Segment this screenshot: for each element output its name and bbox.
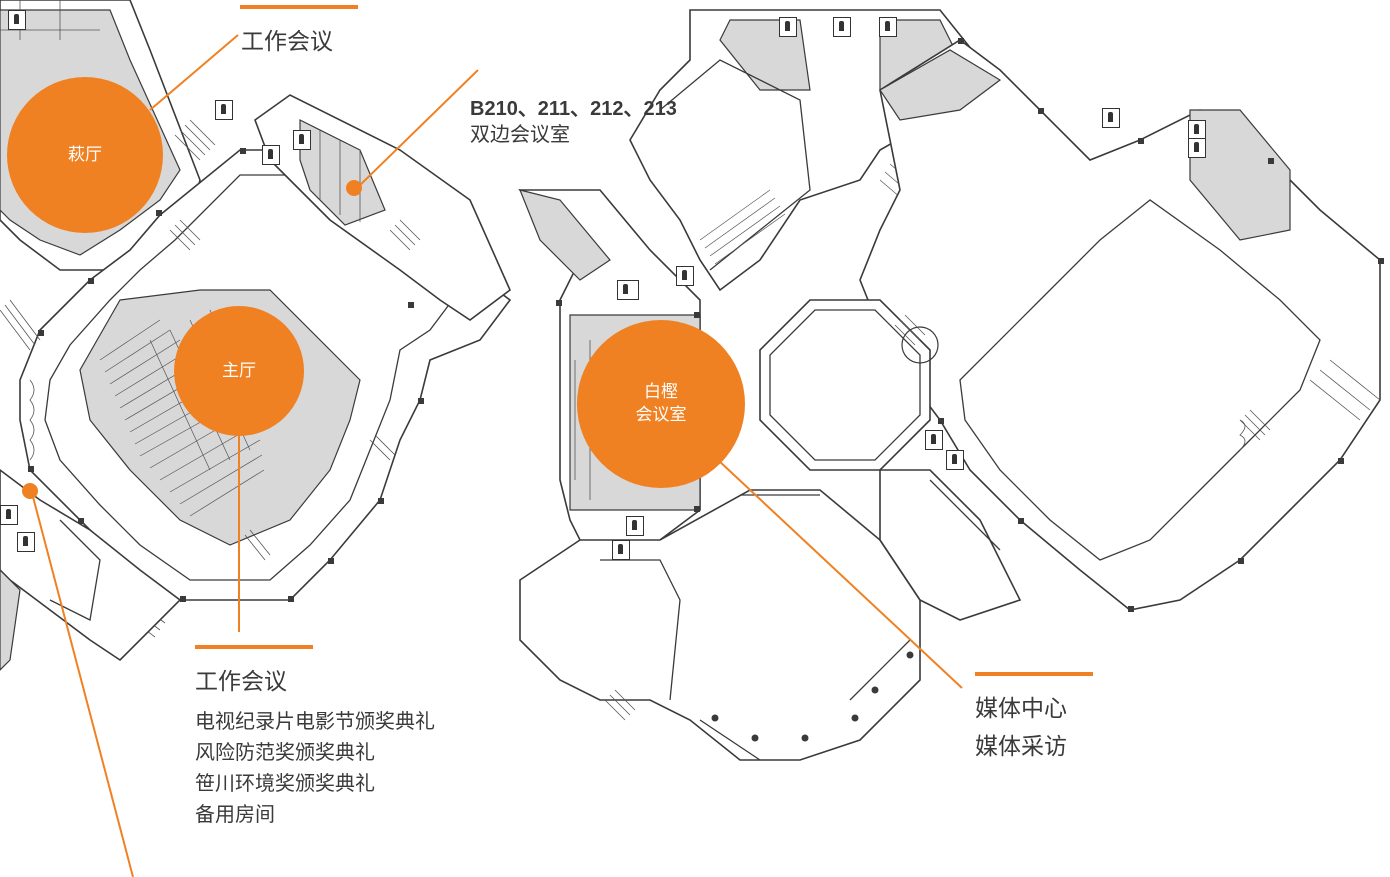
label-bottom-mid-title: 工作会议 bbox=[195, 669, 287, 695]
label-bar-bottom-right bbox=[975, 672, 1093, 676]
smoking-icon bbox=[676, 266, 694, 286]
restroom-icon bbox=[612, 540, 630, 560]
label-bottom-mid: 工作会议 电视纪录片电影节颁奖典礼 风险防范奖颁奖典礼 笹川环境奖颁奖典礼 备用… bbox=[195, 662, 435, 830]
restroom-icon bbox=[1102, 108, 1120, 128]
restroom-icon bbox=[17, 532, 35, 552]
label-bottom-right-line: 媒体中心 bbox=[975, 696, 1067, 722]
label-top-left-title: 工作会议 bbox=[241, 29, 333, 55]
restroom-icon bbox=[925, 430, 943, 450]
label-bottom-mid-line: 笹川环境奖颁奖典礼 bbox=[195, 771, 375, 795]
label-b210: B210、211、212、213 双边会议室 bbox=[470, 92, 677, 147]
restroom-icon bbox=[215, 100, 233, 120]
restroom-icon bbox=[879, 17, 897, 37]
label-top-left: 工作会议 bbox=[241, 22, 333, 56]
restroom-icon bbox=[1188, 120, 1206, 140]
lobby-marker-dot[interactable] bbox=[22, 483, 38, 499]
di-hall-label: 萩厅 bbox=[68, 144, 102, 165]
b210-marker-dot[interactable] bbox=[346, 180, 362, 196]
label-b210-code: B210、211、212、213 bbox=[470, 98, 677, 120]
smoking-icon bbox=[262, 145, 280, 165]
main-hall-bubble[interactable]: 主厅 bbox=[174, 306, 304, 436]
label-bar-top-left bbox=[240, 5, 358, 9]
restroom-icon bbox=[8, 10, 26, 30]
label-b210-name: 双边会议室 bbox=[470, 122, 570, 146]
restroom-icon bbox=[1188, 138, 1206, 158]
label-bottom-right-line: 媒体采访 bbox=[975, 734, 1067, 760]
restroom-icon bbox=[293, 130, 311, 150]
label-bar-bottom-mid bbox=[195, 645, 313, 649]
shirakashi-room-label: 白樫 会议室 bbox=[635, 382, 687, 425]
label-bottom-mid-line: 备用房间 bbox=[195, 802, 275, 826]
leader-lobby bbox=[31, 492, 134, 877]
di-hall-bubble[interactable]: 萩厅 bbox=[7, 77, 163, 233]
shirakashi-room-bubble[interactable]: 白樫 会议室 bbox=[577, 320, 745, 488]
smoking-icon bbox=[833, 17, 851, 37]
main-hall-label: 主厅 bbox=[222, 360, 256, 381]
label-bottom-mid-line: 风险防范奖颁奖典礼 bbox=[195, 740, 375, 764]
label-bottom-mid-line: 电视纪录片电影节颁奖典礼 bbox=[195, 709, 435, 733]
label-bottom-right: 媒体中心 媒体采访 bbox=[975, 690, 1067, 766]
leader-top-left bbox=[149, 34, 239, 111]
restroom-icon bbox=[946, 450, 964, 470]
elevator-icon bbox=[617, 280, 639, 300]
leader-b210 bbox=[354, 69, 479, 191]
restroom-icon bbox=[779, 17, 797, 37]
restroom-icon bbox=[0, 505, 18, 525]
restroom-icon bbox=[626, 516, 644, 536]
leader-shirakashi bbox=[717, 459, 963, 689]
